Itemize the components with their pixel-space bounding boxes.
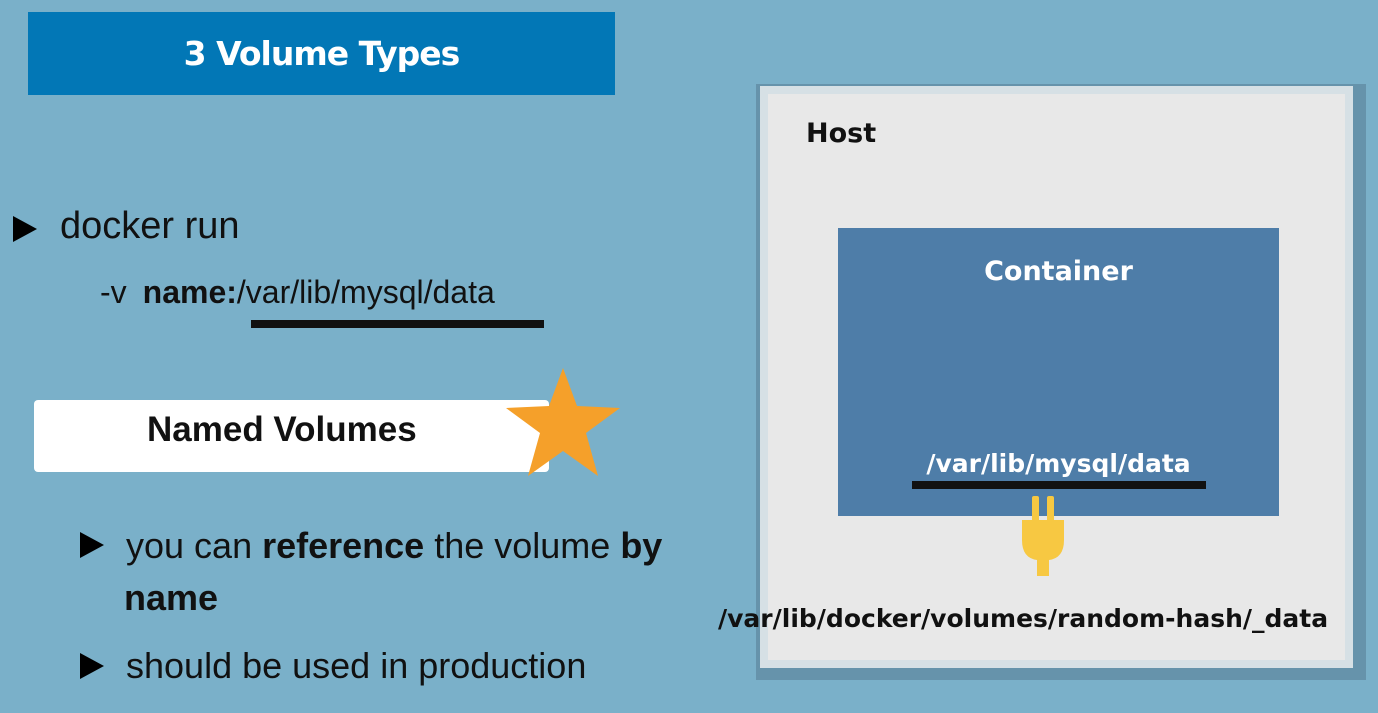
bullet-arrow-icon bbox=[80, 532, 104, 558]
option-flag: -v bbox=[100, 274, 127, 310]
bullet-production: should be used in production bbox=[126, 645, 587, 686]
bullet-arrow-icon bbox=[80, 653, 104, 679]
container-box bbox=[838, 228, 1279, 516]
volume-name-part: name: bbox=[142, 274, 237, 310]
bullet-arrow-icon bbox=[13, 216, 37, 242]
host-path: /var/lib/docker/volumes/random-hash/_dat… bbox=[718, 604, 1329, 633]
star-icon bbox=[506, 368, 620, 476]
container-path-underline bbox=[912, 481, 1206, 489]
slide-title: 3 Volume Types bbox=[28, 12, 615, 95]
volume-path-part: /var/lib/mysql/data bbox=[236, 274, 495, 310]
plug-icon bbox=[1022, 496, 1064, 576]
named-volumes-box bbox=[34, 400, 549, 472]
container-path: /var/lib/mysql/data bbox=[926, 449, 1191, 478]
named-volumes-label: Named Volumes bbox=[147, 410, 417, 449]
bullet-reference-cont: name bbox=[124, 577, 219, 618]
command-text: docker run bbox=[60, 205, 240, 247]
path-underline bbox=[251, 320, 544, 328]
host-label: Host bbox=[806, 118, 877, 149]
volume-flag-line: -v name:/var/lib/mysql/data bbox=[100, 274, 495, 311]
container-label: Container bbox=[984, 256, 1133, 287]
bullet-reference: you can reference the volume by bbox=[126, 525, 663, 566]
